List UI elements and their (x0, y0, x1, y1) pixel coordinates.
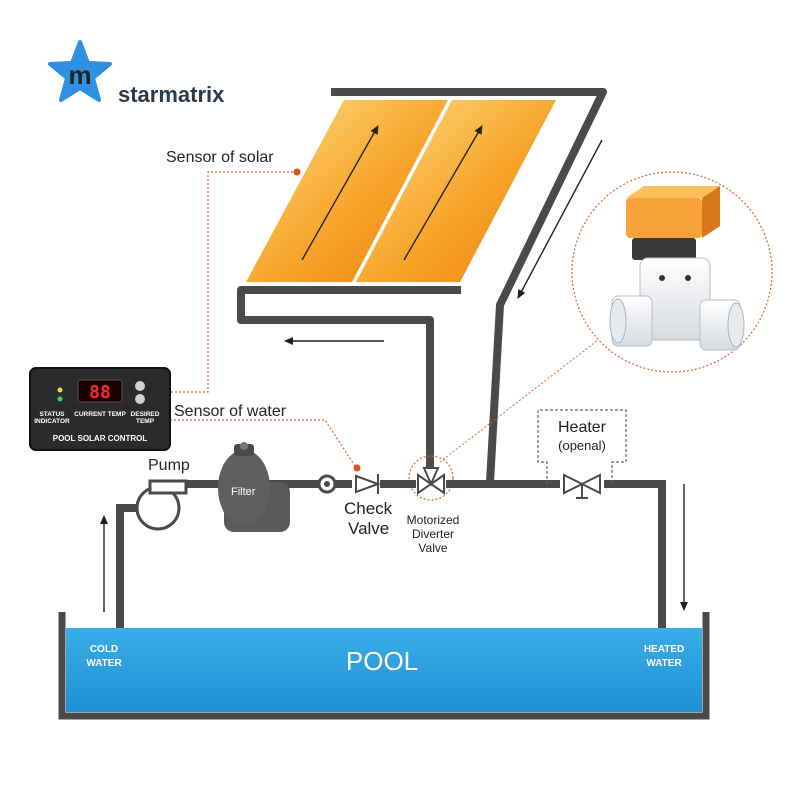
heated-water-label-1: HEATED (644, 644, 684, 655)
brand-name: starmatrix (118, 82, 225, 107)
heater-outline (537, 409, 627, 484)
actuator-top (626, 198, 702, 238)
star-icon (48, 40, 112, 102)
valve-port-left-opening (609, 298, 627, 344)
heater-valve-right (579, 473, 601, 495)
current-temp-label: CURRENT TEMP (74, 411, 126, 418)
cold-water-label-2: WATER (86, 658, 122, 669)
diverter-callout-line (439, 339, 599, 463)
flow-indicator-center (324, 481, 330, 487)
logo-letter: m (68, 60, 91, 90)
pool (58, 612, 710, 720)
valve-bolt-2 (659, 275, 665, 281)
panel-readout: 88 (89, 382, 111, 403)
actuator-lid (626, 186, 720, 198)
diverter-label-1: Motorized (407, 513, 460, 527)
diverter-label-3: Valve (418, 541, 447, 555)
collector-frame (331, 88, 607, 483)
motorized-valve-illustration (609, 186, 745, 351)
pool-label: POOL (346, 646, 418, 676)
actuator-base (632, 238, 696, 260)
filter-tank (218, 450, 270, 526)
solar-sensor-line (170, 171, 297, 393)
panel-flow-arrow-right (403, 125, 483, 261)
brand-logo: m starmatrix (48, 40, 225, 107)
filter (218, 442, 290, 532)
pool-walls (58, 612, 710, 720)
up-button[interactable] (135, 381, 145, 391)
filter-label: Filter (231, 486, 256, 498)
diverter-callout-circle (571, 171, 773, 373)
diverter-highlight (408, 455, 454, 501)
valve-port-right-opening (727, 302, 745, 348)
pool-water (66, 628, 702, 712)
valve-bolt (685, 275, 691, 281)
filter-gauge (240, 442, 248, 450)
supply-pipe (116, 504, 146, 636)
status-indicator-label-1: STATUS (39, 411, 65, 418)
pump (135, 479, 188, 531)
diverter-left (417, 473, 433, 495)
diverter-valve (416, 467, 446, 495)
check-valve (352, 474, 381, 494)
diverter-label-2: Diverter (412, 527, 454, 541)
heated-water-label-2: WATER (646, 658, 682, 669)
panel-display (77, 379, 123, 403)
sensor-leaders (170, 168, 773, 501)
heater-sublabel: (openal) (558, 438, 606, 453)
cold-water-label-1: COLD (90, 644, 118, 655)
down-button[interactable] (135, 394, 145, 404)
status-led-2 (57, 396, 63, 402)
check-valve-symbol (355, 474, 381, 494)
desired-temp-label-2: TEMP (136, 418, 155, 425)
panel-body (29, 367, 171, 451)
solar-collector (237, 88, 607, 483)
water-sensor-line (170, 419, 356, 467)
main-pipe (180, 480, 666, 636)
heater-label: Heater (558, 419, 607, 436)
status-led (57, 387, 63, 393)
pipe-loop (100, 480, 688, 636)
diverter-right (429, 473, 445, 495)
check-valve-label-2: Valve (348, 519, 389, 538)
downflow-arrow (517, 139, 603, 299)
pump-label: Pump (148, 457, 190, 474)
panel-title: POOL SOLAR CONTROL (53, 434, 148, 443)
desired-temp-label-1: DESIRED (131, 411, 160, 418)
sensor-water-label: Sensor of water (174, 403, 287, 420)
pump-outlet (148, 479, 188, 495)
status-indicator-label-2: INDICATOR (34, 418, 70, 425)
panel-flow-arrow-left (301, 125, 379, 261)
sensor-solar-label: Sensor of solar (166, 149, 274, 166)
solar-panel-left (246, 100, 448, 282)
solar-sensor-dot (293, 168, 301, 176)
solar-panel-right (356, 100, 556, 282)
diverter-top (422, 467, 440, 487)
pool-solar-control-panel: 88 STATUS INDICATOR CURRENT TEMP DESIRED… (29, 367, 171, 451)
check-valve-label-1: Check (344, 499, 393, 518)
heater-valve-left (563, 473, 585, 495)
heater (537, 409, 627, 499)
actuator-side (702, 186, 720, 238)
water-sensor-dot (353, 464, 361, 472)
collector-return-frame (237, 286, 461, 470)
